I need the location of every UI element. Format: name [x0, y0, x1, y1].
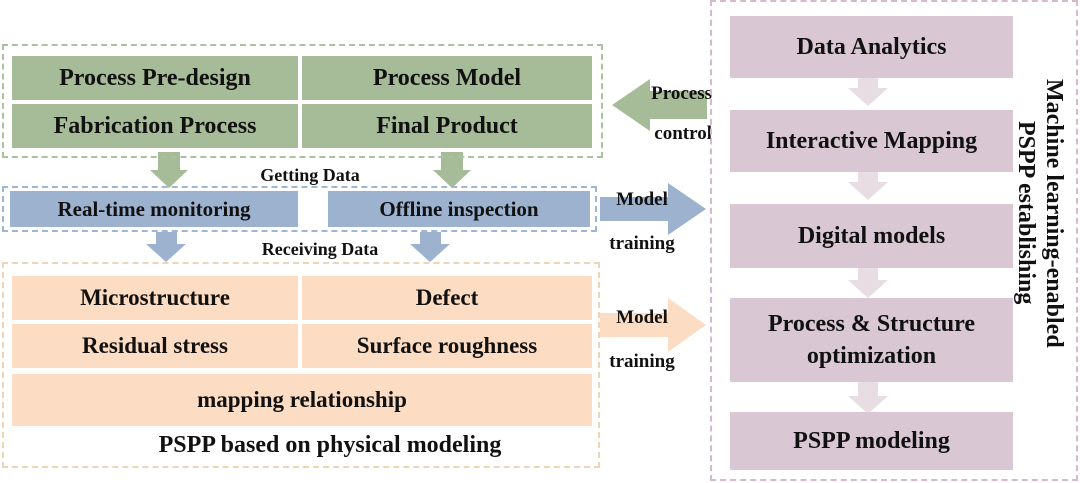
digital-models-step: Digital models: [730, 204, 1013, 268]
microstructure-cell: Microstructure: [12, 276, 298, 320]
surface-roughness-cell: Surface roughness: [302, 324, 592, 368]
interactive-mapping-label: Interactive Mapping: [765, 127, 978, 154]
ml-pspp-block: [710, 0, 1078, 481]
real-time-monitoring-label: Real-time monitoring: [57, 196, 251, 221]
process-model-label: Process Model: [372, 64, 522, 91]
process-control-line-2: control: [654, 123, 712, 144]
process-model-cell: Process Model: [302, 56, 592, 100]
process-structure-optimization-label: Process & Structure optimization: [767, 311, 976, 369]
real-time-monitoring-cell: Real-time monitoring: [10, 191, 298, 227]
fabrication-process-label: Fabrication Process: [53, 112, 257, 139]
arrow-down-offline: [410, 232, 450, 262]
final-product-label: Final Product: [376, 112, 518, 139]
ml-pspp-side-title: Machine learning-enabled PSPP establishi…: [1013, 38, 1068, 388]
arrow-model-training-peach: [600, 298, 706, 352]
model-training-label-1: Model training: [604, 178, 680, 266]
process-pre-design-label: Process Pre-design: [59, 64, 251, 91]
receiving-data-label: Receiving Data: [261, 239, 379, 259]
residual-stress-label: Residual stress: [82, 333, 228, 358]
pspp-modeling-label: PSPP modeling: [793, 427, 950, 454]
offline-inspection-label: Offline inspection: [379, 196, 539, 221]
final-product-cell: Final Product: [302, 104, 592, 148]
pspp-modeling-step: PSPP modeling: [730, 412, 1013, 470]
model-training-1-line-1: Model: [616, 189, 668, 210]
defect-label: Defect: [415, 285, 479, 310]
physical-modeling-block: [2, 262, 600, 468]
model-training-1-line-2: training: [609, 233, 675, 254]
arrow-down-step2: [848, 170, 888, 200]
arrow-down-step3: [848, 268, 888, 298]
data-analytics-label: Data Analytics: [796, 33, 947, 60]
process-structure-optimization-step: Process & Structure optimization: [730, 298, 1013, 382]
arrow-down-step4: [848, 382, 888, 414]
digital-models-label: Digital models: [797, 222, 946, 249]
residual-stress-cell: Residual stress: [12, 324, 298, 368]
process-control-line-1: Process: [651, 83, 712, 104]
fabrication-process-cell: Fabrication Process: [12, 104, 298, 148]
defect-cell: Defect: [302, 276, 592, 320]
mapping-relationship-cell: mapping relationship: [12, 374, 592, 426]
data-acquisition-block: [2, 186, 597, 232]
model-training-2-line-2: training: [609, 351, 675, 372]
side-title-line-2: PSPP establishing: [1013, 121, 1039, 305]
process-control-label: Process control: [622, 74, 712, 154]
physical-modeling-caption: PSPP based on physical modeling: [158, 432, 502, 458]
data-analytics-step: Data Analytics: [730, 16, 1013, 78]
process-pre-design-cell: Process Pre-design: [12, 56, 298, 100]
getting-data-label: Getting Data: [260, 165, 360, 185]
arrow-down-step1: [848, 78, 888, 106]
interactive-mapping-step: Interactive Mapping: [730, 110, 1013, 172]
arrow-down-final-product: [433, 152, 471, 188]
model-training-label-2: Model training: [604, 296, 680, 384]
microstructure-label: Microstructure: [80, 285, 230, 310]
arrow-down-realtime: [146, 232, 186, 262]
arrow-model-training-blue: [600, 183, 706, 235]
arrow-down-fabrication: [150, 152, 188, 188]
model-training-2-line-1: Model: [616, 307, 668, 328]
side-title-line-1: Machine learning-enabled: [1041, 78, 1067, 348]
arrow-process-control: [612, 79, 707, 131]
process-block: [2, 44, 603, 158]
offline-inspection-cell: Offline inspection: [328, 191, 590, 227]
surface-roughness-label: Surface roughness: [356, 333, 538, 358]
mapping-relationship-label: mapping relationship: [197, 387, 407, 412]
